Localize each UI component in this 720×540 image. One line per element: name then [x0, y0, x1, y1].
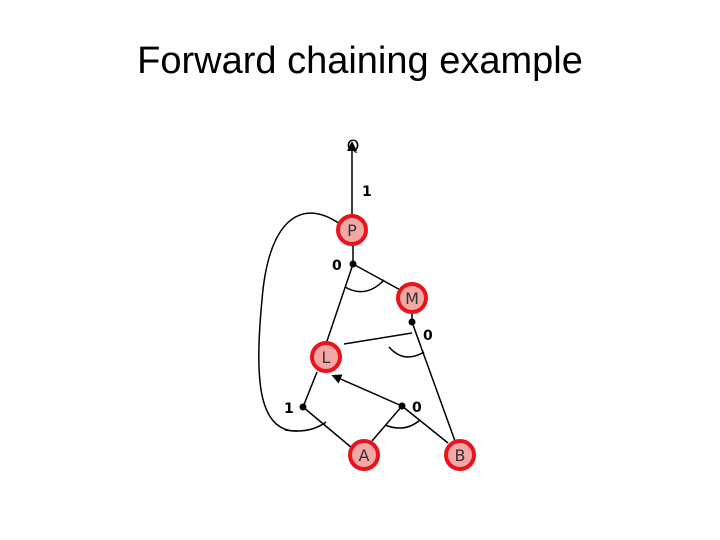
node-l-label: L: [322, 348, 331, 367]
and-arc-rule-m: [388, 346, 425, 358]
query-label: Q: [347, 136, 360, 155]
edge-b-to-rule-l2: [401, 405, 449, 444]
and-arc-rule-l1: [284, 421, 327, 432]
node-p-label: P: [347, 221, 357, 240]
and-arc-rule-l2: [384, 419, 421, 429]
node-l: L: [310, 341, 342, 373]
node-m-label: M: [405, 289, 419, 308]
node-p: P: [336, 214, 368, 246]
junction-rule-l2: [398, 402, 406, 410]
node-b: B: [444, 439, 476, 471]
edge-l-to-rule-m: [343, 332, 413, 345]
edge-rule-l2-to-l: [331, 374, 403, 407]
count-l-and-m-implies-p: 0: [332, 258, 342, 274]
node-m: M: [396, 282, 428, 314]
junction-rule-l1: [299, 403, 307, 411]
junction-rule-p: [349, 260, 357, 268]
count-a-and-p-implies-l: 1: [284, 401, 294, 417]
edge-a-to-rule-l2: [371, 405, 403, 442]
count-b-and-l-implies-m: 0: [423, 328, 433, 344]
rule-junctions: [299, 260, 416, 411]
node-a: A: [348, 439, 380, 471]
edge-m-to-rule-p: [352, 263, 405, 293]
node-a-label: A: [359, 446, 370, 465]
slide-title: Forward chaining example: [137, 40, 583, 82]
edge-p-to-rule-l1: [257, 212, 341, 432]
edge-a-to-rule-l1: [302, 406, 353, 449]
edges: [257, 141, 456, 449]
and-arc-rule-p: [344, 279, 385, 293]
node-b-label: B: [455, 446, 466, 465]
junction-rule-m: [408, 318, 416, 326]
edge-rule-l1-to-l: [302, 371, 318, 408]
count-p-implies-q: 1: [362, 184, 372, 200]
edge-b-to-rule-m: [411, 321, 456, 442]
edge-l-to-rule-p: [325, 263, 354, 345]
count-a-and-b-implies-l: 0: [412, 400, 422, 416]
